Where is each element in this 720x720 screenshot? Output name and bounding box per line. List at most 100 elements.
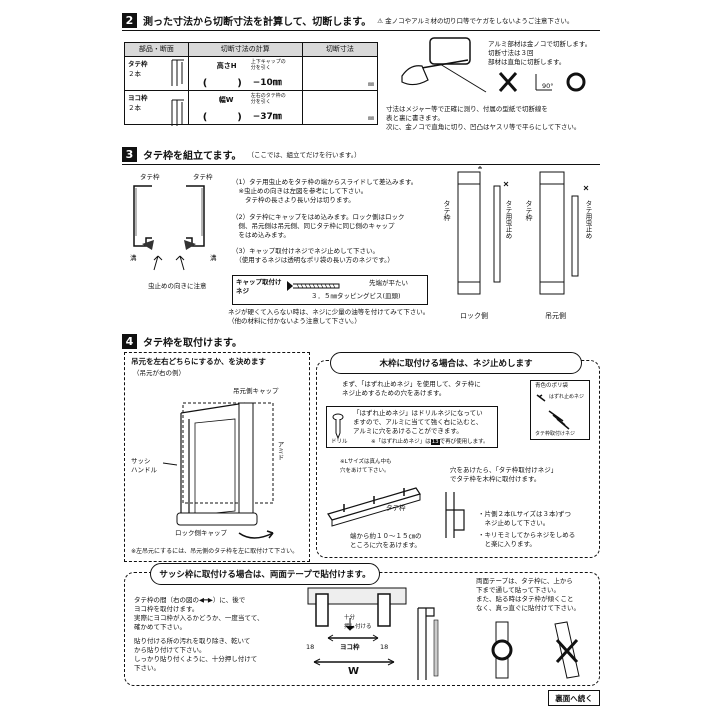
screw-box: キャップ取付け ネジ 先端が平たい ３．５㎜タッピングビス(皿頭) [232, 275, 428, 305]
calc-cell: 上下キャップの 分を引く 高さH ( ) −10㎜ [187, 56, 303, 91]
col-header: 部品・断面 [124, 42, 189, 57]
horizontal-frame-note: タテ枠の間（右の図の◀━▶）に、後で ヨコ枠を取付けます。 実際にヨコ枠が入るか… [134, 596, 294, 632]
bullet-1: ・片側２本(Lサイズは３本)ずつ ネジ止めして下さい。 [478, 510, 571, 527]
section-note: （ここでは、組立てだけを行います。） [247, 151, 361, 159]
large-size-note: ※Lサイズは真ん中も 穴をあけて下さい。 [340, 459, 392, 474]
measure-note: 寸法はメジャー等で正確に測り、付属の型紙で切断線を 表と裏に書きます。 次に、金… [386, 105, 581, 131]
frame-assembly-illustration [457, 166, 589, 295]
frame-profile-icon [171, 59, 184, 86]
width-label: W [348, 666, 360, 677]
note-text: タテ枠の間（右の図の [134, 596, 199, 604]
step-1: （1）タテ用虫止めをタテ枠の端からスライドして差込みます。 ※虫止めの向きは左図… [232, 178, 418, 204]
cutting-note: アルミ部材は金ノコで切断します。 切断寸法は３回 部材は直角に切断します。 [488, 40, 592, 66]
frame-label-vertical: タテ枠 [443, 200, 451, 221]
drill-screw-icon [332, 413, 344, 440]
door-frame-illustration [162, 402, 274, 539]
direction-note: 虫止めの向きに注意 [148, 282, 207, 290]
dim-label: 幅W [218, 96, 234, 104]
wood-mount-illustration [445, 492, 465, 538]
hinge-cap-label: 吊元側キャップ [233, 387, 279, 395]
cut-angle-symbols [498, 72, 586, 92]
bag-screw-2: タテ枠取付けネジ [535, 431, 576, 437]
part-name: ヨコ枠 [128, 94, 148, 102]
note-text: ）に、後で ヨコ枠を取付けます。 実際にヨコ枠が入るかどうか、一度当てて、 確か… [134, 596, 264, 631]
groove-label: 溝 [210, 254, 217, 262]
result-cell: ㎜ [301, 90, 379, 125]
section-number: 4 [122, 333, 137, 349]
frame-label: タテ枠 [386, 504, 406, 512]
result-cell: ㎜ [301, 56, 379, 91]
sash-mount-illustration [307, 587, 407, 666]
step-3: （3）キャップ取付けネジでネジ止めして下さい。 （使用するネジは透明なポリ袋の長… [232, 247, 394, 264]
step-ref-badge: 13 [430, 439, 440, 445]
table-row: タテ枠 ２本 上下キャップの 分を引く 高さH ( ) −10㎜ ㎜ [124, 56, 379, 91]
formula: −37㎜ [252, 112, 282, 122]
tape-note: 両面テープは、タテ枠に、上から 下まで通して貼って下さい。 また、貼る時はタテ枠… [476, 577, 580, 612]
blue-bag-box: 青色のポリ袋 はずれ止めネジ タテ枠取付けネジ [530, 380, 590, 440]
dim-18-left: 18 [306, 643, 315, 651]
horizontal-frame-label: ヨコ枠 [340, 643, 360, 651]
screw-label: キャップ取付け ネジ [236, 278, 282, 295]
mount-note: 穴をあけたら、「タテ枠取付けネジ」 でタテ枠を木枠に取付けます。 [450, 466, 558, 483]
saw-illustration [401, 37, 487, 93]
part-qty: ２本 [128, 104, 141, 112]
blank-value: ( ) [202, 78, 242, 89]
clean-surface-note: 貼り付ける所の汚れを取り除き、乾いて から貼り付けて下さい。 しっかり貼り付くよ… [134, 637, 258, 672]
cut-size-table: 部品・断面 切断寸法の計算 切断寸法 タテ枠 ２本 上下キャップの 分を引く 高… [124, 42, 379, 125]
bullet-2: ・キリモミしてからネジをしめる と楽に入ります。 [478, 531, 576, 548]
section-2-header: 2 測った寸法から切断寸法を計算して、切断します。 ⚠ 金ノコやアルミ材の切り口… [122, 12, 573, 28]
section-3-header: 3 タテ枠を組立てます。 （ここでは、組立てだけを行います。） [122, 146, 361, 162]
frame-label-right: タテ枠 [193, 173, 213, 181]
lock-side-label: ロック側 [460, 312, 488, 320]
section-number: 3 [122, 146, 137, 162]
section-4-header: 4 タテ枠を取付けます。 [122, 333, 242, 349]
double-arrow-icon: ◀━▶ [199, 596, 213, 604]
screw-icon [287, 281, 340, 291]
formula: −10㎜ [252, 78, 282, 88]
section-title: タテ枠を取付けます。 [143, 337, 242, 349]
bug-stopper-label: タテ用虫止め [584, 200, 592, 239]
screw-tip-note: 先端が平たい [369, 279, 408, 287]
tape-frame-illustration [417, 607, 439, 680]
panel-title: 吊元を左右どちらにするか、を決めます [131, 357, 266, 366]
bag-label: 青色のポリ袋 [535, 383, 569, 389]
blank-value: ( ) [202, 112, 242, 123]
angle-label: 90° [542, 82, 554, 90]
section-title: 測った寸法から切断寸法を計算して、切断します。 [143, 16, 372, 28]
frame-label-left: タテ枠 [140, 173, 160, 181]
sash-frame-title: サッシ枠に取付ける場合は、両面テープで貼付けます。 [150, 563, 380, 585]
dim-label: 高さH [216, 62, 237, 70]
step-2: （2）タテ枠にキャップをはめ込みます。ロック側はロック 側、吊元側は吊元側、同じ… [232, 213, 405, 239]
reuse-note: ※「はずれ止めネジ」は13で再び使用します。 [371, 439, 489, 445]
calc-cell: 左右のタテ枠の 分を引く 幅W ( ) −37㎜ [187, 90, 303, 125]
frame-profile-icon [171, 99, 184, 126]
panel-subtitle: （吊元が右の例） [133, 369, 185, 377]
press-label: 十分 押し付ける [344, 615, 372, 630]
oil-warning: ネジが硬くて入らない時は、ネジに少量の油等を付けてみて下さい。 （他の材料に付か… [228, 308, 430, 325]
continue-overleaf-label: 裏面へ続く [548, 690, 600, 706]
frame-drilling-illustration [327, 487, 421, 527]
hole-position-note: 端から約１０～１５㎝の ところに穴をあけます。 [350, 532, 422, 549]
wood-intro: まず、「はずれ止めネジ」を使用して、タテ枠に ネジ止めするための穴をあけます。 [342, 380, 481, 397]
unit: ㎜ [367, 81, 374, 88]
drill-label: ドリル [331, 439, 348, 445]
lock-cap-label: ロック側キャップ [175, 529, 227, 537]
caution-note: ⚠ 金ノコやアルミ材の切り口等でケガをしないようご注意下さい。 [377, 17, 574, 25]
unit: ㎜ [367, 115, 374, 122]
part-cell: タテ枠 ２本 [124, 56, 189, 91]
wood-frame-title: 木枠に取付ける場合は、ネジ止めします [330, 352, 582, 374]
incorrect-tape-illustration [554, 621, 580, 679]
calc-hint: 左右のタテ枠の 分を引く [250, 93, 286, 105]
hinge-side-label: 吊元側 [545, 312, 566, 320]
col-header: 切断寸法 [301, 42, 379, 57]
screw-spec: ３．５㎜タッピングビス(皿頭) [311, 292, 401, 300]
screws-icon [536, 394, 570, 430]
frame-label-vertical: タテ枠 [525, 200, 533, 221]
hinge-side-panel: 吊元を左右どちらにするか、を決めます （吊元が右の例） 吊元側キャップ サッシ … [124, 352, 310, 562]
sash-handle-label: サッシ ハンドル [131, 457, 157, 474]
screen-label: アミド [276, 441, 284, 461]
section-number: 2 [122, 12, 137, 28]
calc-hint: 上下キャップの 分を引く [250, 59, 286, 71]
frame-cross-section [133, 185, 205, 271]
